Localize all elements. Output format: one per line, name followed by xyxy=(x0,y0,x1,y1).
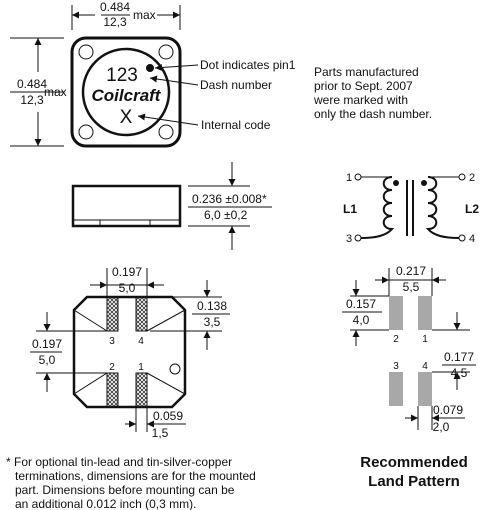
callout-dash: Dash number xyxy=(200,78,272,92)
land-dim-right-den: 4,5 xyxy=(451,366,468,380)
land-dim-left-den: 4,0 xyxy=(353,313,370,327)
bottom-dim-left-num: 0.197 xyxy=(32,337,62,351)
top-height-dim-suffix: max xyxy=(44,85,67,99)
top-view xyxy=(70,36,182,148)
schematic-pin-4: 4 xyxy=(469,233,475,245)
bottom-pin-1: 1 xyxy=(138,362,144,373)
top-height-dim-den: 12,3 xyxy=(20,93,44,107)
footnote-line-3: part. Dimensions before mounting can be xyxy=(15,483,235,497)
pin1-dot xyxy=(146,64,154,72)
land-dim-left-num: 0.157 xyxy=(346,297,376,311)
land-title-line-1: Recommended xyxy=(360,454,468,471)
top-width-dim-suffix: max xyxy=(133,8,156,22)
callout-code: Internal code xyxy=(201,118,271,132)
footnote: * For optional tin-lead and tin-silver-c… xyxy=(6,455,256,510)
bottom-dim-bottom-num: 0.059 xyxy=(153,409,183,423)
bottom-view xyxy=(72,295,187,409)
schematic-l2: L2 xyxy=(465,202,479,216)
bottom-pin-3: 3 xyxy=(109,336,115,347)
land-title-line-2: Land Pattern xyxy=(368,473,460,490)
bottom-dim-left-den: 5,0 xyxy=(39,353,56,367)
marking-logo: Coilcraft xyxy=(92,86,162,105)
side-view xyxy=(71,184,182,228)
footnote-line-1: * For optional tin-lead and tin-silver-c… xyxy=(6,455,233,469)
schematic-l1: L1 xyxy=(343,202,357,216)
land-pin-2: 2 xyxy=(393,334,399,345)
land-pattern xyxy=(389,296,432,406)
schematic-pin-1: 1 xyxy=(346,172,352,184)
bottom-dim-top-den: 5,0 xyxy=(119,281,136,295)
footnote-line-2: terminations, dimensions are for the mou… xyxy=(15,469,256,483)
marking-code: X xyxy=(120,107,133,128)
land-dim-bottom-den: 2,0 xyxy=(433,420,450,434)
footnote-line-4: an additional 0.012 inch (0,3 mm). xyxy=(15,497,197,510)
land-dim-bottom-num: 0.079 xyxy=(433,403,463,417)
parts-note-4: only the dash number. xyxy=(314,107,432,121)
schematic-pin-2: 2 xyxy=(469,172,475,184)
land-pin-3: 3 xyxy=(393,361,399,372)
callout-pin1: Dot indicates pin1 xyxy=(200,58,296,72)
top-width-dim-den: 12,3 xyxy=(103,15,127,29)
land-pin-4: 4 xyxy=(422,361,428,372)
bottom-dim-top-num: 0.197 xyxy=(112,265,142,279)
bottom-dim-bottom-den: 1,5 xyxy=(152,426,169,440)
top-height-dim-num: 0.484 xyxy=(17,77,47,91)
land-dim-right-num: 0.177 xyxy=(444,350,474,364)
bottom-pin-4: 4 xyxy=(138,336,144,347)
bottom-pin-2: 2 xyxy=(109,362,115,373)
schematic-pin-3: 3 xyxy=(346,233,352,245)
side-dim-den: 6,0 ±0,2 xyxy=(204,208,248,222)
land-pattern-title: Recommended Land Pattern xyxy=(344,453,484,491)
side-dim-num: 0.236 ±0.008* xyxy=(192,192,267,206)
marking-number: 123 xyxy=(106,65,138,86)
land-dim-top-den: 5,5 xyxy=(403,280,420,294)
parts-note-2: prior to Sept. 2007 xyxy=(314,79,413,93)
schematic xyxy=(354,173,466,242)
parts-note-1: Parts manufactured xyxy=(314,65,419,79)
land-dim-top-num: 0.217 xyxy=(396,264,426,278)
bottom-dim-right-num: 0.138 xyxy=(197,299,227,313)
parts-note-3: were marked with xyxy=(313,93,408,107)
top-width-dim-num: 0.484 xyxy=(100,0,130,14)
bottom-dim-right-den: 3,5 xyxy=(204,315,221,329)
land-pin-1: 1 xyxy=(422,334,428,345)
